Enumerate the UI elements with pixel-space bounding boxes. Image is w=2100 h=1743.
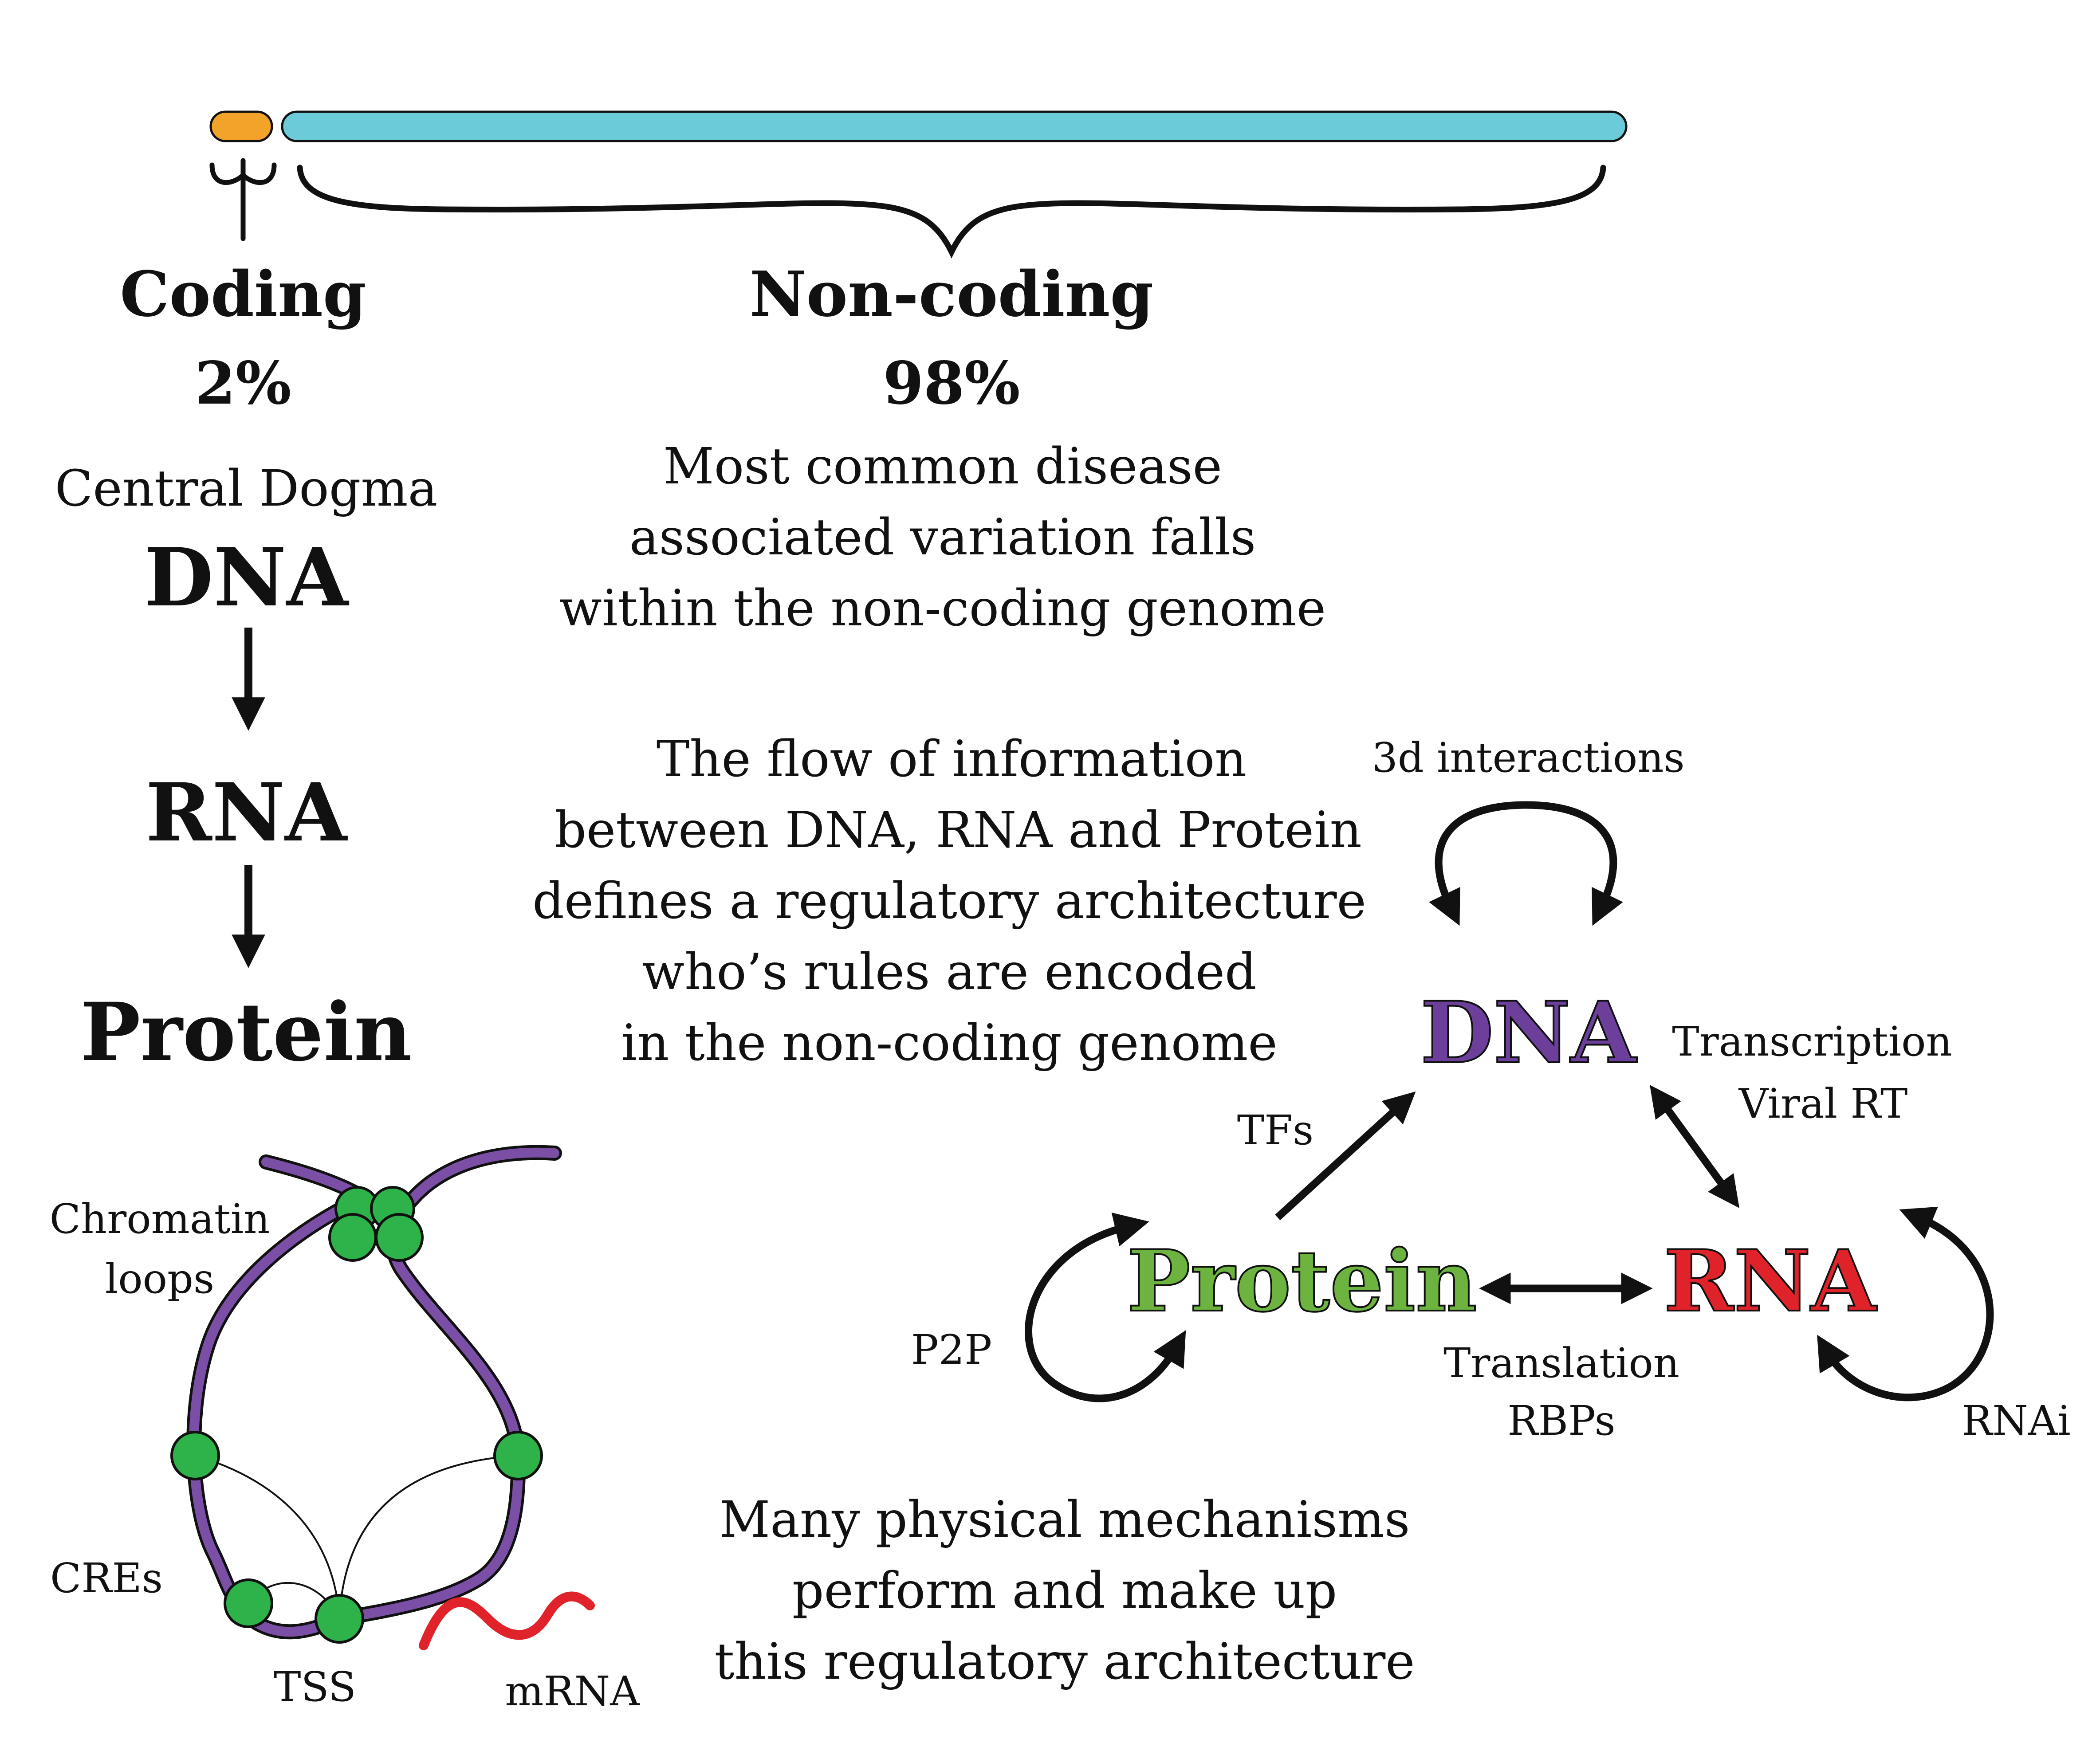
dna-self-label: 3d interactions xyxy=(1372,734,1684,781)
dna-rna-arrow-icon xyxy=(1650,1085,1739,1208)
loop-anchor-node xyxy=(328,1213,377,1262)
chromatin-loops-label: Chromatin xyxy=(50,1195,270,1243)
central-dogma-title: Central Dogma xyxy=(55,460,438,518)
chromatin-illustration: Chromatin loops CREs TSS mRNA xyxy=(50,1145,640,1715)
protein-dna-label: TFs xyxy=(1237,1107,1313,1154)
protein-dna-arrow-icon xyxy=(1275,1091,1416,1221)
regulatory-network: 3d interactions DNA Protein RNA Transcri… xyxy=(911,734,2071,1445)
network-protein-node: Protein xyxy=(1127,1232,1477,1331)
dogma-dna: DNA xyxy=(144,531,350,624)
flow-line: who’s rules are encoded xyxy=(642,943,1256,1001)
tss-node xyxy=(315,1594,364,1644)
protein-self-loop-icon xyxy=(1025,1213,1186,1402)
noncoding-line: associated variation falls xyxy=(629,509,1256,566)
mechanisms-line: Many physical mechanisms xyxy=(719,1491,1410,1549)
rna-self-loop-icon xyxy=(1817,1206,1994,1401)
cre-tss-link xyxy=(338,1455,519,1619)
cre-tss-link xyxy=(195,1455,340,1619)
flow-line: in the non-coding genome xyxy=(621,1014,1277,1072)
dna-self-loop-icon xyxy=(1429,801,1623,926)
noncoding-description: Most common disease associated variation… xyxy=(559,438,1326,637)
noncoding-brace xyxy=(297,165,1606,259)
flow-line: between DNA, RNA and Protein xyxy=(554,801,1362,859)
loop-anchor-node xyxy=(375,1213,424,1262)
network-rna-node: RNA xyxy=(1664,1232,1878,1331)
dna-rna-label: Viral RT xyxy=(1738,1080,1908,1127)
dna-rna-label: Transcription xyxy=(1672,1018,1952,1065)
noncoding-line: within the non-coding genome xyxy=(559,580,1326,637)
protein-rna-label: RBPs xyxy=(1507,1397,1616,1445)
dogma-rna: RNA xyxy=(146,766,348,860)
protein-self-label: P2P xyxy=(911,1326,992,1374)
coding-brace xyxy=(209,158,277,241)
coding-title: Coding xyxy=(120,258,366,331)
flow-description: The flow of information between DNA, RNA… xyxy=(532,730,1366,1072)
rna-self-label: RNAi xyxy=(1962,1397,2071,1445)
mrna-label: mRNA xyxy=(505,1668,640,1715)
chromatin-nodes xyxy=(170,1186,543,1644)
mechanisms-line: perform and make up xyxy=(792,1562,1337,1620)
cre-node xyxy=(170,1431,220,1480)
network-dna-node: DNA xyxy=(1420,983,1637,1082)
mrna-squiggle-icon xyxy=(419,1591,595,1650)
dogma-protein: Protein xyxy=(80,985,412,1079)
cre-node xyxy=(493,1431,543,1480)
protein-rna-label: Translation xyxy=(1443,1339,1679,1387)
noncoding-bar xyxy=(281,110,1628,142)
tss-label: TSS xyxy=(274,1663,356,1711)
coding-bar xyxy=(209,110,273,142)
coding-percent: 2% xyxy=(195,349,291,418)
noncoding-percent: 98% xyxy=(883,349,1020,418)
mechanisms-description: Many physical mechanisms perform and mak… xyxy=(714,1491,1415,1691)
genome-bar xyxy=(209,110,1628,142)
chromatin-loops-label: loops xyxy=(105,1255,214,1303)
mechanisms-line: this regulatory architecture xyxy=(714,1633,1415,1691)
noncoding-line: Most common disease xyxy=(663,438,1222,495)
flow-line: The flow of information xyxy=(657,730,1247,788)
noncoding-title: Non-coding xyxy=(750,258,1154,331)
cres-label: CREs xyxy=(50,1555,163,1602)
flow-line: defines a regulatory architecture xyxy=(532,872,1366,930)
cre-node xyxy=(224,1578,273,1628)
